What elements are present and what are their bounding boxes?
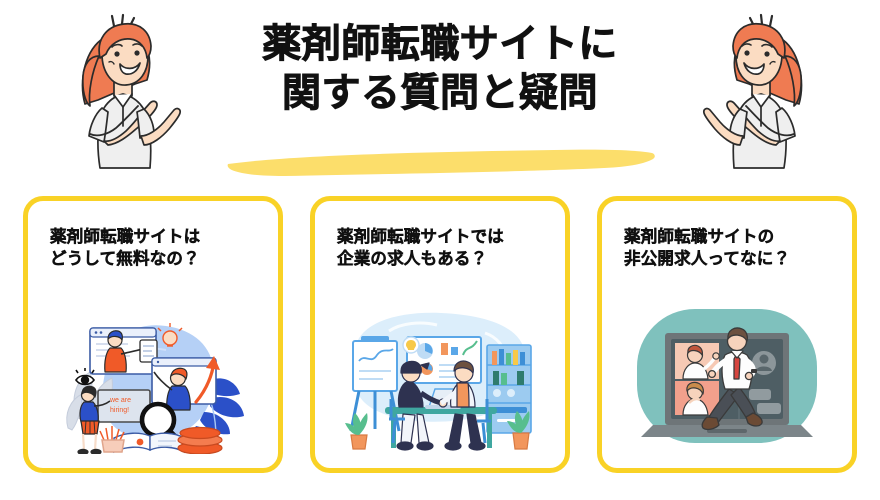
mascot-left-illustration [52, 8, 212, 173]
office-interview-illustration [315, 298, 565, 458]
faq-card-free[interactable]: 薬剤師転職サイトは どうして無料なの？ [23, 196, 283, 473]
page-title-line-2: 関する質問と疑問 [281, 72, 598, 116]
header: 薬剤師転職サイトに 関する質問と疑問 [0, 0, 880, 190]
mascot-right-illustration [672, 8, 832, 173]
faq-card-title: 薬剤師転職サイトでは 企業の求人もある？ [337, 228, 504, 268]
title-underline-swoosh [224, 146, 656, 178]
faq-card-hidden[interactable]: 薬剤師転職サイトの 非公開求人ってなに？ [597, 196, 857, 473]
faq-card-list: 薬剤師転職サイトは どうして無料なの？ [0, 196, 880, 482]
faq-card-company[interactable]: 薬剤師転職サイトでは 企業の求人もある？ [310, 196, 570, 473]
svg-text:hiring!: hiring! [110, 407, 129, 414]
faq-card-title: 薬剤師転職サイトの 非公開求人ってなに？ [624, 228, 791, 268]
svg-text:we are: we are [109, 397, 131, 404]
page-title: 薬剤師転職サイトに 関する質問と疑問 [200, 20, 680, 118]
laptop-video-call-illustration [602, 298, 852, 458]
page-title-line-1: 薬剤師転職サイトに [262, 23, 618, 67]
faq-card-title: 薬剤師転職サイトは どうして無料なの？ [50, 228, 201, 268]
recruitment-search-illustration: we are hiring! [28, 298, 278, 458]
